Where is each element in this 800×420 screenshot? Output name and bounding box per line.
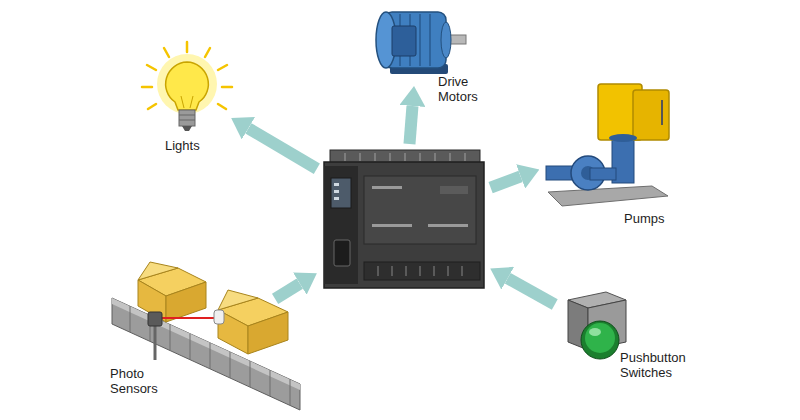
pushbutton-switch-part: [581, 321, 619, 359]
drive-motor-part-part: [419, 14, 421, 66]
plc-unit-part: [372, 186, 402, 189]
plc-unit-part-part: [433, 266, 435, 276]
plc-unit-part-part: [447, 266, 449, 276]
device-label: Pumps: [622, 211, 666, 226]
light-bulb-part-part: [186, 42, 189, 52]
signal-arrow: [491, 176, 521, 187]
conveyor-photo-sensor-part-part: [170, 324, 171, 350]
pump-part: [633, 90, 669, 140]
pushbutton-switch: [568, 292, 626, 359]
plc-unit-part: [364, 262, 480, 280]
plc-unit-part: [331, 178, 351, 208]
conveyor-photo-sensor-part: [214, 310, 224, 324]
conveyor-photo-sensor-part: [148, 312, 162, 326]
conveyor-photo-sensor-part-part: [130, 306, 131, 332]
light-bulb-part: [179, 115, 195, 116]
plc-unit-part-part: [389, 153, 391, 161]
conveyor-photo-sensor-part-part: [250, 361, 251, 387]
pump-part: [548, 186, 668, 206]
pump-part: [590, 168, 616, 180]
plc-unit-part: [324, 162, 484, 288]
conveyor-photo-sensor-part: [154, 326, 157, 360]
drive-motor: [376, 12, 466, 74]
plc-unit-part-part: [391, 266, 393, 276]
plc-unit: [324, 150, 484, 288]
drive-motor-part: [392, 26, 416, 56]
plc-unit-part: [334, 183, 339, 186]
plc-unit-part-part: [461, 266, 463, 276]
plc-unit-part: [372, 224, 412, 227]
plc-unit-part: [324, 166, 358, 284]
light-node: Lights: [148, 48, 226, 136]
light-bulb: [142, 42, 232, 131]
conveyor-photo-sensor-part: [166, 282, 206, 322]
plc-unit-part: [428, 224, 468, 227]
signal-arrow: [508, 278, 555, 304]
light-bulb-part: [142, 42, 232, 109]
light-bulb-part: [182, 126, 192, 131]
signal-arrow: [409, 106, 412, 144]
drive-motor-part-part: [429, 14, 431, 66]
sensor-node: Photo Sensors: [110, 290, 270, 412]
conveyor-photo-sensor-part: [138, 262, 178, 280]
plc-unit-part: [334, 240, 350, 266]
plc-unit-part-part: [374, 153, 376, 161]
plc-unit-part-part: [359, 153, 361, 161]
light-bulb-part-part: [222, 86, 232, 89]
plc-unit-part: [378, 266, 462, 276]
conveyor-photo-sensor-part-part: [270, 370, 271, 396]
plc-unit-part-part: [405, 266, 407, 276]
plc-unit-part: [345, 153, 465, 161]
plc-unit-part-part: [449, 153, 451, 161]
plc-unit-part-part: [434, 153, 436, 161]
device-label: Lights: [163, 138, 202, 153]
conveyor-photo-sensor-part: [248, 312, 288, 354]
light-bulb-part: [181, 96, 193, 108]
pump-part: [609, 134, 637, 142]
light-bulb-part-part: [218, 104, 226, 109]
plc-unit-part: [364, 176, 476, 244]
conveyor-photo-sensor-part: [160, 317, 222, 319]
pushbutton-node: Pushbutton Switches: [560, 292, 630, 362]
device-label: Drive Motors: [436, 74, 480, 104]
light-bulb-part-part: [205, 48, 210, 57]
light-bulb-part-part: [142, 86, 152, 89]
light-bulb-part: [179, 120, 195, 121]
plc-unit-part-part: [377, 266, 379, 276]
pushbutton-switch-part: [589, 328, 601, 336]
conveyor-photo-sensor-part: [218, 290, 258, 310]
plc-unit-part-part: [404, 153, 406, 161]
device-label: Pushbutton Switches: [618, 350, 688, 380]
plc-unit-part-part: [419, 153, 421, 161]
pump-node: Pumps: [545, 78, 670, 210]
plc-unit-part: [334, 190, 339, 193]
light-bulb-part-part: [164, 48, 169, 57]
plc-unit-part: [440, 186, 468, 194]
plc-node: [322, 150, 485, 290]
plc-unit-part-part: [464, 153, 466, 161]
pump: [546, 84, 669, 206]
device-label: Photo Sensors: [108, 366, 160, 396]
light-bulb-part-part: [218, 65, 227, 70]
plc-unit-part-part: [419, 266, 421, 276]
conveyor-photo-sensor-part-part: [210, 343, 211, 369]
signal-arrow: [248, 128, 316, 168]
light-bulb-part-part: [148, 104, 156, 109]
conveyor-photo-sensor-part-part: [190, 334, 191, 360]
light-bulb-part: [179, 110, 195, 126]
plc-unit-part-part: [344, 153, 346, 161]
light-bulb-part-part: [147, 65, 156, 70]
conveyor-photo-sensor-part-part: [290, 379, 291, 405]
pushbutton-switch-part: [585, 323, 615, 353]
conveyor-photo-sensor-part-part: [230, 352, 231, 378]
drive-motor-part: [441, 22, 451, 58]
pump-part: [661, 100, 663, 125]
motor-node: Drive Motors: [370, 4, 465, 80]
signal-arrow: [275, 284, 300, 299]
plc-unit-part: [334, 197, 339, 200]
light-bulb-part: [166, 62, 209, 110]
light-bulb-part: [157, 54, 217, 114]
